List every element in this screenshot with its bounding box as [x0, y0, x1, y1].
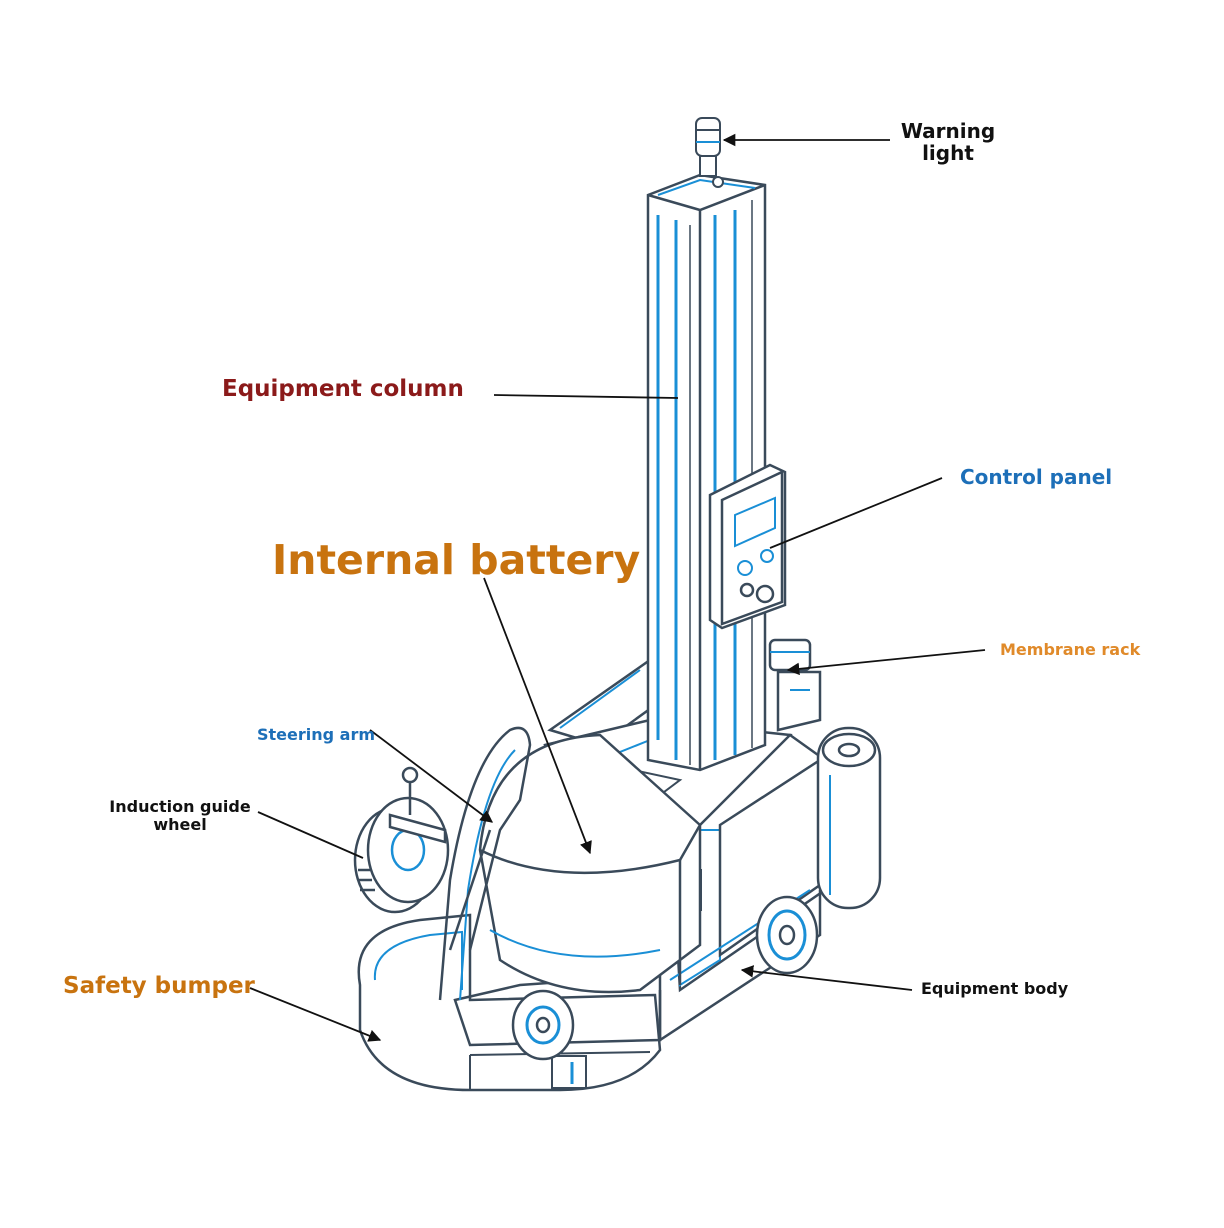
label-equipment-body: Equipment body [921, 979, 1069, 998]
equipment-column-pointer [493, 394, 679, 399]
label-control-panel: Control panel [960, 465, 1113, 489]
equipment-column-shape [646, 173, 767, 772]
label-warning-light: Warning light [900, 119, 996, 165]
induction-guide-wheel-pointer [257, 811, 364, 859]
label-internal-battery: Internal battery [272, 536, 641, 584]
label-safety-bumper: Safety bumper [63, 973, 255, 999]
membrane-rack-pointer [786, 649, 986, 676]
leader-lines [249, 133, 986, 1042]
battery-housing-shape [478, 733, 702, 994]
induction-guide-wheel-shape [353, 766, 450, 914]
wheels [511, 895, 819, 1061]
warning-light-shape [695, 117, 724, 188]
label-equipment-column: Equipment column [222, 376, 464, 402]
safety-bumper-pointer [249, 987, 382, 1042]
control-panel-shape [708, 463, 787, 630]
internal-battery-pointer [483, 577, 592, 855]
label-steering-arm: Steering arm [257, 725, 376, 744]
label-induction-guide-wheel: Induction guide wheel [109, 797, 251, 834]
steering-arm-pointer [369, 729, 494, 823]
label-membrane-rack: Membrane rack [1000, 640, 1141, 659]
control-panel-pointer [769, 477, 943, 549]
equipment-body-pointer [740, 965, 913, 991]
membrane-rack-shape [768, 638, 882, 910]
steering-arm-shape [438, 726, 532, 1001]
